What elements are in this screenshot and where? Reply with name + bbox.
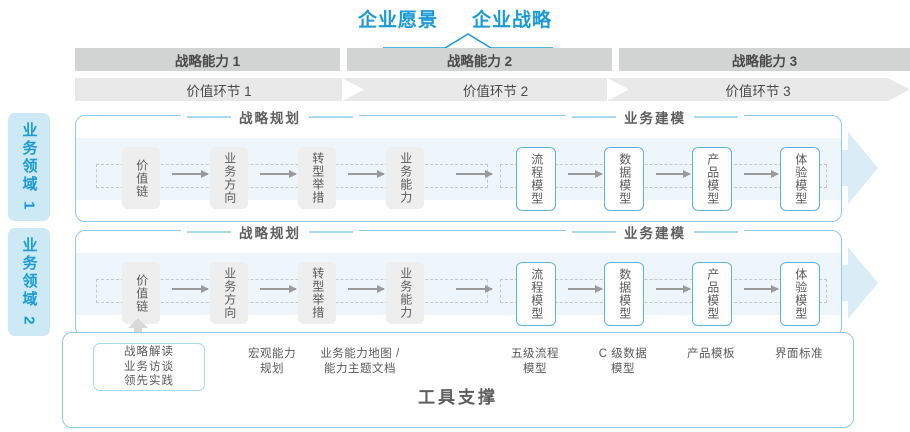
row-2-connector-1-icon <box>172 284 209 293</box>
row-1-node-business-direction[interactable]: 业务方向 <box>210 147 248 209</box>
caption-line-icon <box>694 116 738 118</box>
row-1-connector-1-icon <box>172 169 209 178</box>
row-1-node-experience-model[interactable]: 体验模型 <box>780 147 820 211</box>
value-bar-arrow-tip-icon <box>888 78 910 101</box>
tool-support-panel: 战略解读 业务访谈 领先实践 宏观能力 规划 业务能力地图 / 能力主题文档 五… <box>62 332 854 428</box>
row-1-node-value-chain[interactable]: 价值链 <box>122 147 160 209</box>
tool-label-macro-capability: 宏观能力 规划 <box>248 348 296 375</box>
row-1-node-transformation-measures[interactable]: 转型举措 <box>298 147 336 209</box>
domain-1-label: 业务领域 1 <box>20 121 38 213</box>
capability-bar: 战略能力 1 战略能力 2 战略能力 3 <box>75 48 910 71</box>
row-1-connector-3-icon <box>348 169 385 178</box>
row-2-node-transformation-measures[interactable]: 转型举措 <box>298 262 336 324</box>
sidebar-item-domain-1[interactable]: 业务领域 1 <box>8 113 50 221</box>
value-chain-bar: 价值环节 1 价值环节 2 价值环节 3 <box>75 78 910 101</box>
row-2-node-value-chain[interactable]: 价值链 <box>122 262 160 324</box>
domain-row-2: 战略规划 业务建模 价值链 业务方向 转型举措 业务能力 流程模型 数据模型 产… <box>75 222 842 337</box>
header-titles: 企业愿景 企业战略 <box>0 4 910 32</box>
caption-line-icon <box>187 116 231 118</box>
row-2-section-caption-business-modeling: 业务建模 <box>566 222 744 242</box>
title-enterprise-vision: 企业愿景 <box>357 9 438 31</box>
row-2-rail-right <box>500 279 827 303</box>
row-2-node-experience-model[interactable]: 体验模型 <box>780 262 820 326</box>
row-2-connector-3-icon <box>348 284 385 293</box>
row-1-section-caption-strategic-planning: 战略规划 <box>181 107 359 127</box>
domain-2-label: 业务领域 2 <box>20 236 38 328</box>
row-2-connector-5-icon <box>568 284 603 293</box>
row-1-node-process-model[interactable]: 流程模型 <box>516 147 556 211</box>
row-1-section-caption-business-modeling: 业务建模 <box>566 107 744 127</box>
row-1-connector-7-icon <box>744 169 779 178</box>
row-2-connector-6-icon <box>656 284 691 293</box>
row-1-connector-4-icon <box>456 169 493 178</box>
tool-support-title: 工具支撑 <box>418 388 498 407</box>
row-1-connector-5-icon <box>568 169 603 178</box>
tool-label-ui-standard: 界面标准 <box>775 348 823 360</box>
caption-line-icon <box>309 116 353 118</box>
caption-line-icon <box>187 231 231 233</box>
value-chain-to-tool-arrow-icon <box>128 318 148 340</box>
capability-segment-2[interactable]: 战略能力 2 <box>347 48 612 71</box>
row-2-connector-4-icon <box>456 284 493 293</box>
row-2-node-business-capability[interactable]: 业务能力 <box>386 262 424 324</box>
row-2-node-data-model[interactable]: 数据模型 <box>604 262 644 326</box>
chevron-notch-icon <box>342 78 364 101</box>
capability-segment-1[interactable]: 战略能力 1 <box>75 48 340 71</box>
row-2-node-business-direction[interactable]: 业务方向 <box>210 262 248 324</box>
sidebar-item-domain-2[interactable]: 业务领域 2 <box>8 228 50 336</box>
tool-label-capability-map: 业务能力地图 / 能力主题文档 <box>320 348 400 375</box>
row-1-connector-6-icon <box>656 169 691 178</box>
row-2-connector-2-icon <box>260 284 297 293</box>
row-1-node-product-model[interactable]: 产品模型 <box>692 147 732 211</box>
chevron-notch-icon <box>607 78 629 101</box>
row-2-node-process-model[interactable]: 流程模型 <box>516 262 556 326</box>
row-1-rail-right <box>500 164 827 188</box>
value-segment-3[interactable]: 价值环节 3 <box>628 78 888 101</box>
row-2-connector-7-icon <box>744 284 779 293</box>
capability-segment-3[interactable]: 战略能力 3 <box>619 48 910 71</box>
row-1-node-business-capability[interactable]: 业务能力 <box>386 147 424 209</box>
value-segment-2[interactable]: 价值环节 2 <box>363 78 629 101</box>
row-2-node-product-model[interactable]: 产品模型 <box>692 262 732 326</box>
tool-label-process-model: 五级流程 模型 <box>511 348 559 375</box>
tool-label-product-template: 产品模板 <box>687 348 735 360</box>
domain-row-1: 战略规划 业务建模 价值链 业务方向 转型举措 业务能力 流程模型 数据模型 <box>75 107 842 222</box>
row-1-connector-2-icon <box>260 169 297 178</box>
value-segment-1[interactable]: 价值环节 1 <box>75 78 364 101</box>
tool-card-strategy-interpretation[interactable]: 战略解读 业务访谈 领先实践 <box>93 343 205 391</box>
tool-label-data-model: C 级数据 模型 <box>598 348 648 375</box>
row-1-node-data-model[interactable]: 数据模型 <box>604 147 644 211</box>
row-2-section-caption-strategic-planning: 战略规划 <box>181 222 359 242</box>
caption-line-icon <box>572 231 616 233</box>
caption-line-icon <box>572 116 616 118</box>
caption-line-icon <box>309 231 353 233</box>
title-enterprise-strategy: 企业战略 <box>472 9 553 31</box>
caption-line-icon <box>694 231 738 233</box>
